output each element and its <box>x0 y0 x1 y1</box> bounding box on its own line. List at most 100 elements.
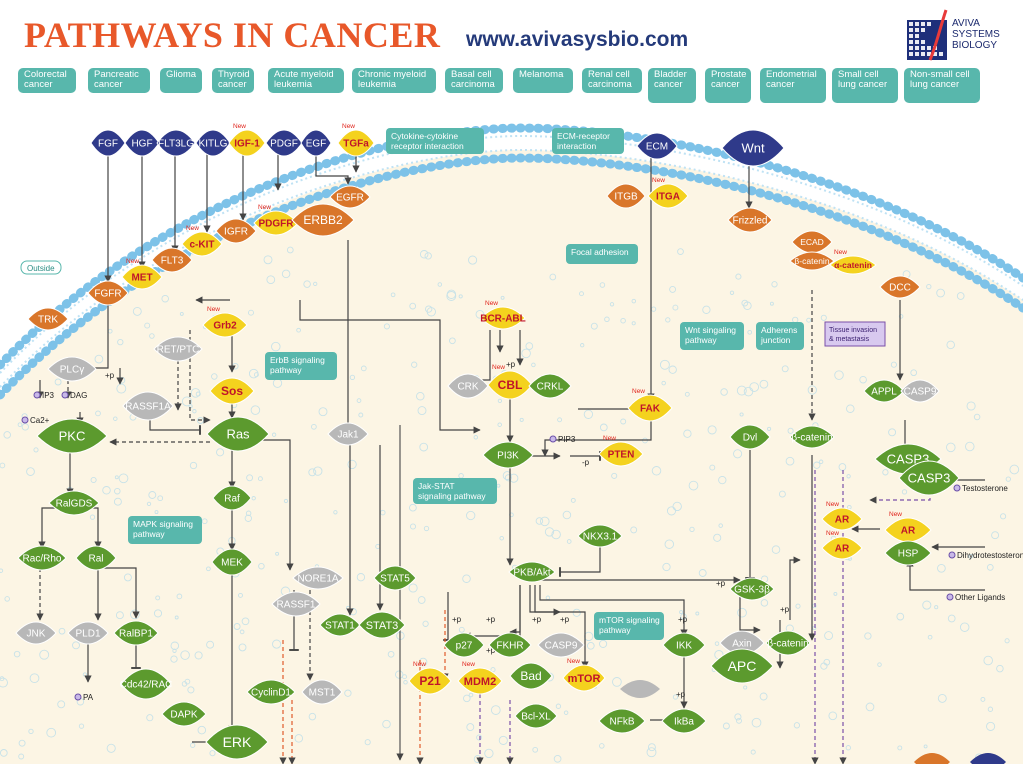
node-p27[interactable]: p27 <box>443 632 485 658</box>
node-erbb2[interactable]: ERBB2 <box>291 203 355 237</box>
node-fkhr[interactable]: FKHR <box>488 632 532 658</box>
node-ret-ptc[interactable]: RET/PTC <box>153 336 203 362</box>
node-apc[interactable]: APC <box>710 648 774 684</box>
cancer-tab-colorectal-cancer[interactable]: Colorectal cancer <box>18 68 76 93</box>
node-kitlg[interactable]: KITLG <box>195 129 231 157</box>
node-trk[interactable]: TRK <box>27 307 69 331</box>
node-bcl-xl[interactable]: Bcl-XL <box>514 703 558 729</box>
node-cdc42-rac[interactable]: Cdc42/RAC <box>120 668 173 700</box>
node-sos[interactable]: Sos <box>209 377 255 405</box>
node-hgf[interactable]: HGF <box>124 129 160 157</box>
node-ralgds[interactable]: RalGDS <box>48 490 100 516</box>
node-ras[interactable]: Ras <box>206 416 270 452</box>
node-casp9[interactable]: CASP9 <box>537 632 585 658</box>
cancer-tab-glioma[interactable]: Glioma <box>160 68 202 93</box>
node-hsp[interactable]: HSP <box>884 540 932 566</box>
node-igfr[interactable]: IGFR <box>215 218 257 244</box>
node-nkx3-1[interactable]: NKX3.1 <box>577 524 623 548</box>
cancer-tab-endometrial-cancer[interactable]: Endometrial cancer <box>760 68 826 103</box>
node-nfkb[interactable]: NFkB <box>598 708 646 734</box>
website-url[interactable]: www.avivasysbio.com <box>466 28 689 51</box>
node-ecad[interactable]: ECAD <box>791 230 833 254</box>
node-ecm[interactable]: ECM <box>636 132 678 160</box>
node-pkc[interactable]: PKC <box>36 418 108 454</box>
node-dvl[interactable]: Dvl <box>729 424 771 450</box>
node-egf[interactable]: EGF <box>300 129 332 157</box>
node-stat3[interactable]: STAT3 <box>358 611 406 639</box>
node-jak1[interactable]: Jak1 <box>327 422 369 446</box>
node-ikk[interactable]: IKK <box>662 632 706 658</box>
cancer-tab-renal-cell-carcinoma[interactable]: Renal cell carcinoma <box>582 68 642 93</box>
cancer-tab-chronic-myeloid-leukemia[interactable]: Chronic myeloid leukemia <box>352 68 436 93</box>
node-mst1[interactable]: MST1 <box>301 679 343 705</box>
node-gsk-3β[interactable]: GSK-3β <box>729 577 775 601</box>
node-bad[interactable]: Bad <box>509 662 553 690</box>
node-casp3[interactable]: CASP3 <box>898 460 960 496</box>
node-dapk[interactable]: DAPK <box>161 701 207 727</box>
node-plcγ[interactable]: PLCγ <box>47 356 97 382</box>
node-stat5[interactable]: STAT5 <box>373 565 417 591</box>
node-wnt[interactable]: Wnt <box>721 129 785 167</box>
pathway-box-tissue-invasion[interactable]: Tissue invasion& metastasis <box>824 321 886 347</box>
cancer-tab-melanoma[interactable]: Melanoma <box>513 68 573 93</box>
node-rassf1[interactable]: RASSF1 <box>271 591 321 617</box>
cancer-tab-acute-myeloid-leukemia[interactable]: Acute myeloid leukemia <box>268 68 344 93</box>
node-ralbp1[interactable]: RalBP1 <box>113 620 159 646</box>
cancer-tab-small-cell-lung-cancer[interactable]: Small cell lung cancer <box>832 68 898 103</box>
node-jnk[interactable]: JNK <box>15 621 57 645</box>
node-itgb[interactable]: ITGB <box>606 183 646 209</box>
node-egfr[interactable]: EGFR <box>329 185 371 209</box>
node-ikba[interactable]: IkBa <box>661 708 707 734</box>
node-frizzled[interactable]: Frizzled <box>727 207 773 233</box>
node-casp9[interactable]: CASP9 <box>900 379 940 403</box>
node-fgfr[interactable]: FGFR <box>87 280 129 306</box>
node-raf[interactable]: Raf <box>212 485 252 511</box>
node-erk[interactable]: ERK <box>205 724 269 760</box>
node-cyclind1[interactable]: CyclinD1 <box>246 679 296 705</box>
node-pi3k[interactable]: PI3K <box>482 441 534 469</box>
node-rassf1a[interactable]: RASSF1A <box>122 391 174 421</box>
node-dcc[interactable]: DCC <box>879 275 921 299</box>
cancer-tab-bladder-cancer[interactable]: Bladder cancer <box>648 68 696 103</box>
node-nore1a[interactable]: NORE1A <box>292 566 344 590</box>
node-fgf[interactable]: FGF <box>90 129 126 157</box>
cancer-tab-thyroid-cancer[interactable]: Thyroid cancer <box>212 68 254 93</box>
node-flt3lg[interactable]: FLT3LG <box>156 129 196 157</box>
node-β-catenin[interactable]: β-catenin <box>765 630 811 656</box>
node-crk[interactable]: CRK <box>447 373 489 399</box>
cancer-tab-prostate-cancer[interactable]: Prostate cancer <box>705 68 751 103</box>
cancer-tab-non-small-cell-lung-cancer[interactable]: Non-small cell lung cancer <box>904 68 980 103</box>
node-pkb-akt[interactable]: PKB/Akt <box>508 561 556 583</box>
node-pdgf[interactable]: PDGF <box>265 129 303 157</box>
node-ral[interactable]: Ral <box>75 545 117 571</box>
cancer-tab-pancreatic-cancer[interactable]: Pancreatic cancer <box>88 68 150 93</box>
node-β-catenin[interactable]: β-catenin <box>789 251 835 271</box>
pathway-box-focal-adhesion[interactable]: Focal adhesion <box>566 244 638 264</box>
node-crkl[interactable]: CRKL <box>528 373 572 399</box>
node-flt3[interactable]: FLT3 <box>151 247 193 273</box>
cancer-tab-basal-cell-carcinoma[interactable]: Basal cell carcinoma <box>445 68 503 93</box>
